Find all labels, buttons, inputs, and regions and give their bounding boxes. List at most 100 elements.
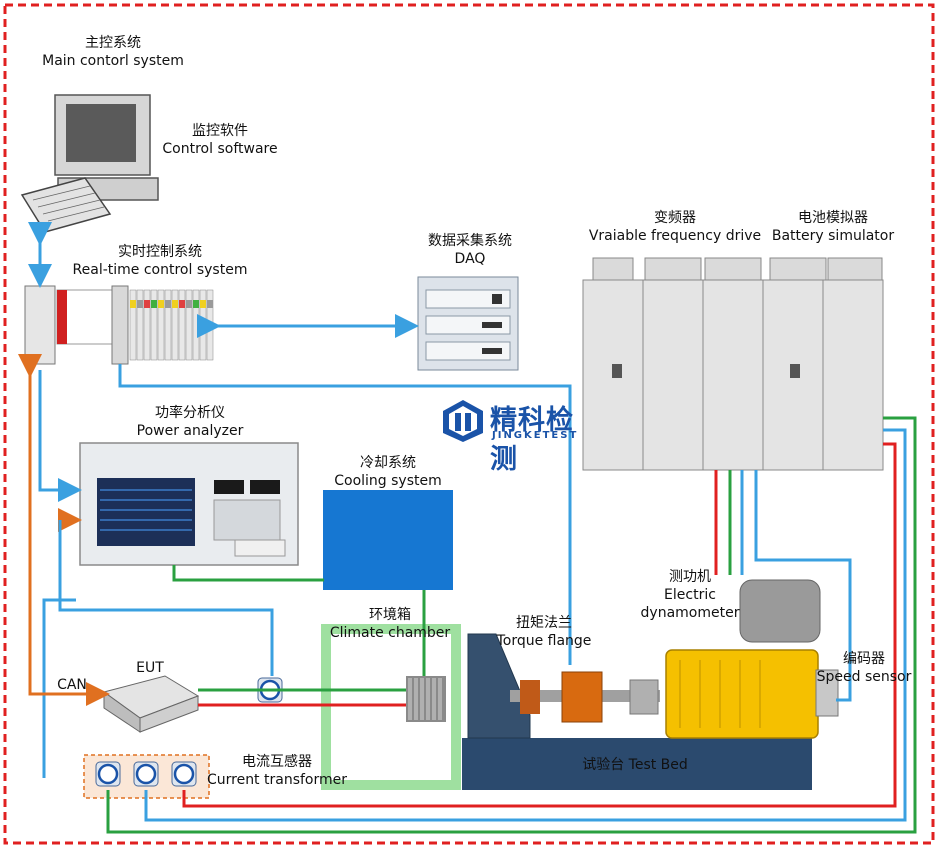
brand-en: JINGKETEST bbox=[492, 430, 579, 441]
eut-fin bbox=[414, 678, 418, 720]
battery-simulator-cabinet bbox=[762, 257, 884, 471]
current-transformer-cn: 电流互感器 bbox=[242, 754, 312, 770]
label-test-bed: 试验台 Test Bed bbox=[540, 756, 730, 774]
io-module-tag bbox=[200, 300, 206, 308]
vfd-en: Vraiable frequency drive bbox=[588, 228, 762, 244]
label-realtime-control: 实时控制系统 Real-time control system bbox=[60, 243, 260, 279]
io-module bbox=[185, 289, 193, 361]
io-module bbox=[157, 289, 165, 361]
current-transformer-icon bbox=[171, 761, 197, 787]
label-torque-flange: 扭矩法兰 Torque flange bbox=[484, 614, 604, 650]
io-module-tag bbox=[144, 300, 150, 308]
eut-fin bbox=[426, 678, 430, 720]
io-module bbox=[143, 289, 151, 361]
outer-border bbox=[3, 3, 935, 845]
io-module-tag bbox=[130, 300, 136, 308]
power-analyzer-en: Power analyzer bbox=[136, 423, 244, 439]
current-transformer-icon bbox=[95, 761, 121, 787]
io-module bbox=[129, 289, 137, 361]
cooling-system-box bbox=[323, 490, 453, 590]
eut-fin bbox=[432, 678, 436, 720]
speed-sensor-line bbox=[754, 470, 852, 702]
io-module-tag bbox=[137, 300, 143, 308]
link-analyzer-ct bbox=[58, 520, 274, 676]
main-control-en: Main contorl system bbox=[42, 53, 184, 69]
coupling-right bbox=[629, 679, 659, 715]
label-cooling: 冷却系统 Cooling system bbox=[322, 454, 454, 490]
io-module bbox=[164, 289, 172, 361]
label-power-analyzer: 功率分析仪 Power analyzer bbox=[120, 404, 260, 440]
eut-text: EUT bbox=[136, 660, 164, 676]
coupling-left bbox=[520, 680, 540, 714]
cooling-line-top bbox=[172, 565, 324, 582]
current-transformer-en: Current transformer bbox=[206, 772, 348, 788]
brand-logo: 精科检测 JINGKETEST bbox=[440, 398, 590, 475]
label-dynamometer: 测功机 Electric dynamometer bbox=[630, 568, 750, 622]
torque-flange-en: Torque flange bbox=[496, 633, 592, 649]
io-module-tag bbox=[186, 300, 192, 308]
io-module-tag bbox=[179, 300, 185, 308]
label-daq: 数据采集系统 DAQ bbox=[410, 232, 530, 268]
eut-fin bbox=[408, 678, 412, 720]
io-module-tag bbox=[151, 300, 157, 308]
daq-cn: 数据采集系统 bbox=[428, 233, 512, 249]
dynamometer-cn: 测功机 bbox=[669, 569, 711, 585]
battery-simulator-cn: 电池模拟器 bbox=[798, 210, 868, 226]
eut-motor bbox=[406, 676, 446, 722]
test-bed-bracket bbox=[467, 633, 531, 739]
io-module-tag bbox=[207, 300, 213, 308]
io-module-tag bbox=[172, 300, 178, 308]
eut-fin bbox=[420, 678, 424, 720]
eut-fin bbox=[438, 678, 442, 720]
power-analyzer-cn: 功率分析仪 bbox=[155, 405, 225, 421]
torque-flange-body bbox=[561, 671, 603, 723]
current-transformer-icon bbox=[133, 761, 159, 787]
speed-sensor-en: Speed sensor bbox=[816, 669, 912, 685]
climate-chamber-cn: 环境箱 bbox=[369, 607, 411, 623]
label-main-control: 主控系统 Main contorl system bbox=[38, 34, 188, 70]
can-text: CAN bbox=[57, 677, 87, 693]
label-vfd: 变频器 Vraiable frequency drive bbox=[580, 209, 770, 245]
torque-flange-cn: 扭矩法兰 bbox=[516, 615, 572, 631]
io-module bbox=[150, 289, 158, 361]
realtime-control-unit bbox=[24, 285, 214, 365]
control-software-en: Control software bbox=[162, 141, 278, 157]
link-rt-flange bbox=[118, 364, 572, 665]
power-green-loop bbox=[106, 416, 917, 834]
power-analyzer-unit bbox=[79, 442, 299, 566]
io-module bbox=[178, 289, 186, 361]
realtime-control-cn: 实时控制系统 bbox=[118, 244, 202, 260]
vfd-cabinet bbox=[582, 257, 764, 471]
control-software-cn: 监控软件 bbox=[192, 123, 248, 139]
daq-unit bbox=[417, 276, 519, 371]
io-module-tag bbox=[165, 300, 171, 308]
brand-mark-icon bbox=[443, 400, 483, 442]
link-can bbox=[18, 354, 110, 706]
io-module-tag bbox=[158, 300, 164, 308]
main-control-cn: 主控系统 bbox=[85, 35, 141, 51]
realtime-control-en: Real-time control system bbox=[72, 262, 248, 278]
test-bed-text: 试验台 Test Bed bbox=[582, 757, 688, 773]
label-current-transformer: 电流互感器 Current transformer bbox=[204, 753, 350, 789]
label-control-software: 监控软件 Control software bbox=[150, 122, 290, 158]
label-can: CAN bbox=[52, 676, 92, 694]
battery-simulator-en: Battery simulator bbox=[771, 228, 895, 244]
brand-cn: 精科检测 bbox=[490, 405, 574, 475]
io-module bbox=[171, 289, 179, 361]
power-blue-loop bbox=[144, 428, 907, 822]
dynamometer-en2: dynamometer bbox=[640, 605, 740, 621]
cooling-en: Cooling system bbox=[334, 473, 442, 489]
cooling-cn: 冷却系统 bbox=[360, 455, 416, 471]
label-climate-chamber: 环境箱 Climate chamber bbox=[324, 606, 456, 642]
power-red-loop bbox=[182, 442, 897, 808]
speed-sensor-cn: 编码器 bbox=[843, 651, 885, 667]
computer-icon bbox=[20, 94, 159, 233]
dynamometer-en1: Electric bbox=[664, 587, 716, 603]
io-module-tag bbox=[193, 300, 199, 308]
link-rt-analyzer bbox=[38, 370, 82, 502]
eut-controller bbox=[102, 675, 200, 733]
vfd-cn: 变频器 bbox=[654, 210, 696, 226]
label-battery-simulator: 电池模拟器 Battery simulator bbox=[768, 209, 898, 245]
daq-en: DAQ bbox=[454, 251, 486, 267]
